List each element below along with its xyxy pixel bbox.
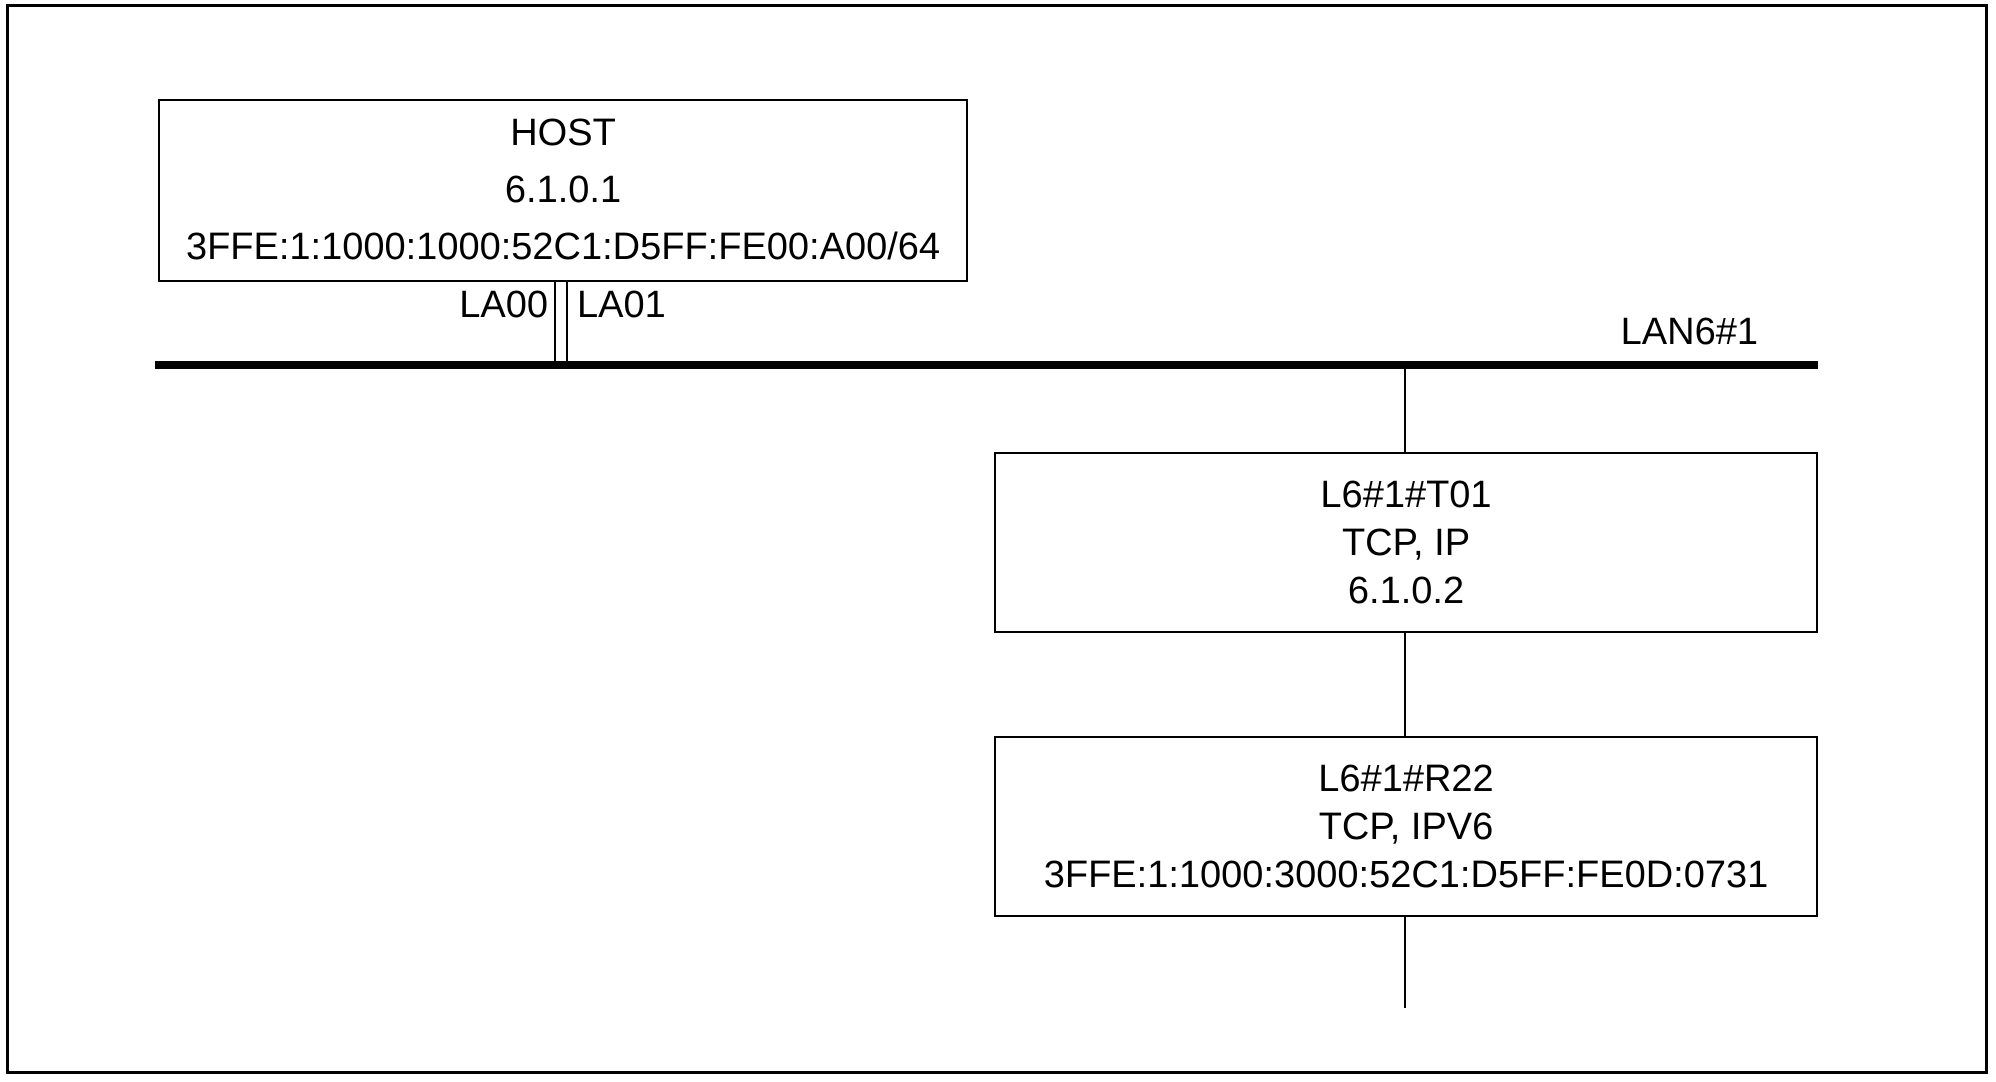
lan-name-label: LAN6#1 <box>1620 311 1758 353</box>
host-port-label-la00: LA00 <box>459 284 548 326</box>
r22-downlink-line <box>1404 915 1406 1008</box>
t01-protocols: TCP, IP <box>1341 521 1471 564</box>
host-node: HOST 6.1.0.1 3FFE:1:1000:1000:52C1:D5FF:… <box>158 99 968 282</box>
t01-uplink-line <box>1404 367 1406 452</box>
t01-node: L6#1#T01 TCP, IP 6.1.0.2 <box>994 452 1818 633</box>
host-name: HOST <box>510 112 616 154</box>
r22-protocols: TCP, IPV6 <box>1318 805 1494 848</box>
host-la00-link-line <box>554 282 556 362</box>
host-ipv6-address: 3FFE:1:1000:1000:52C1:D5FF:FE00:A00/64 <box>185 226 941 268</box>
r22-name: L6#1#R22 <box>1318 757 1494 800</box>
t01-r22-link-line <box>1404 633 1406 736</box>
t01-address: 6.1.0.2 <box>1347 569 1465 612</box>
diagram-frame <box>6 4 1988 1074</box>
r22-address: 3FFE:1:1000:3000:52C1:D5FF:FE0D:0731 <box>1043 853 1769 896</box>
lan-bus-line <box>155 361 1818 369</box>
host-ipv4-address: 6.1.0.1 <box>504 169 622 211</box>
t01-name: L6#1#T01 <box>1320 473 1492 516</box>
host-port-label-la01: LA01 <box>577 284 666 326</box>
host-la01-link-line <box>566 282 568 362</box>
r22-node: L6#1#R22 TCP, IPV6 3FFE:1:1000:3000:52C1… <box>994 736 1818 917</box>
